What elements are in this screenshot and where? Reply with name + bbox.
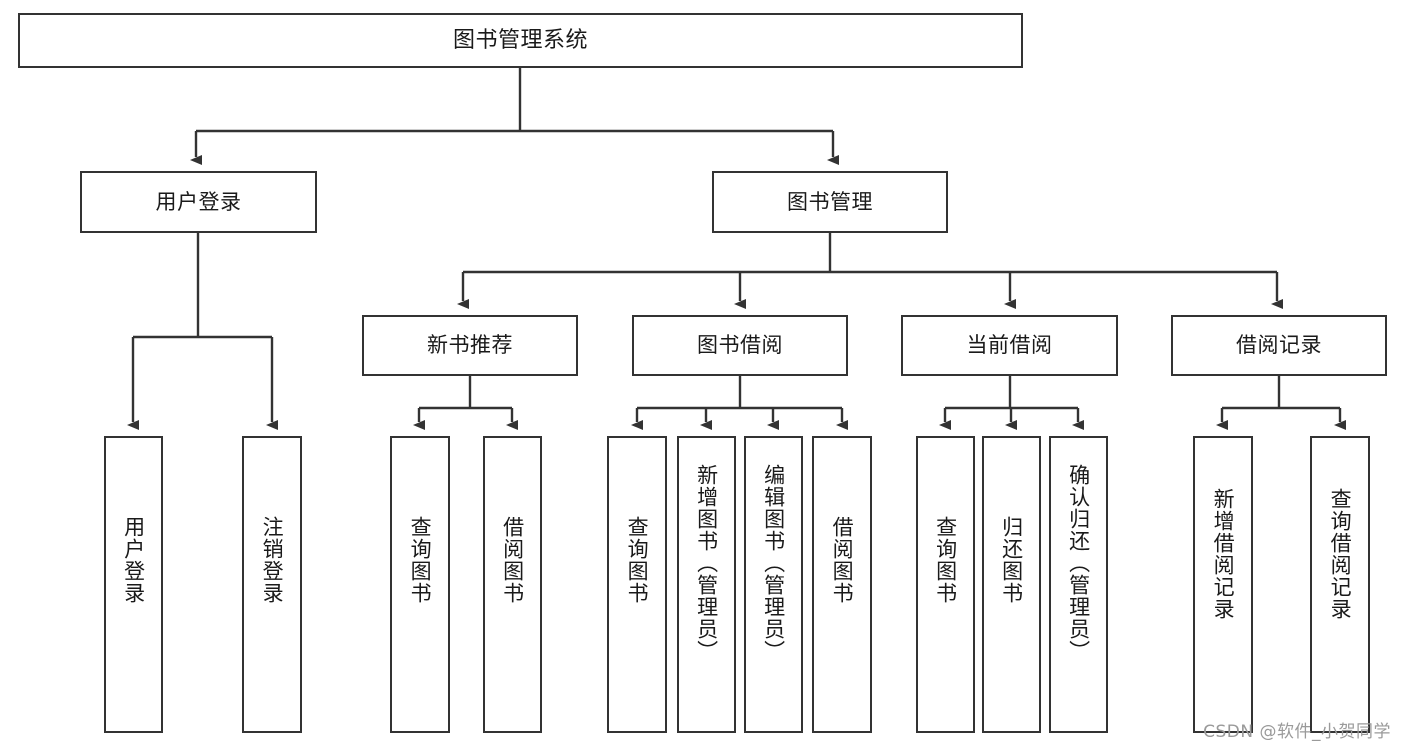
leaf-current-borrow-return[interactable]: 归还图书 [982, 436, 1041, 733]
node-user-login[interactable]: 用户登录 [80, 171, 317, 233]
node-root-system[interactable]: 图书管理系统 [18, 13, 1023, 68]
node-new-book-recommend[interactable]: 新书推荐 [362, 315, 578, 376]
node-label: 图书借阅 [697, 333, 783, 358]
node-borrow-record[interactable]: 借阅记录 [1171, 315, 1387, 376]
node-label: 用户登录 [155, 189, 242, 214]
node-label: 新增图书（管理员） [694, 464, 719, 662]
node-label: 借阅图书 [830, 516, 855, 604]
node-book-management[interactable]: 图书管理 [712, 171, 948, 233]
leaf-borrow-record-add[interactable]: 新增借阅记录 [1193, 436, 1253, 733]
leaf-current-borrow-query[interactable]: 查询图书 [916, 436, 975, 733]
leaf-user-login-login[interactable]: 用户登录 [104, 436, 163, 733]
node-label: 图书管理系统 [452, 27, 588, 53]
node-label: 借阅记录 [1236, 333, 1322, 358]
leaf-user-login-logout[interactable]: 注销登录 [242, 436, 302, 733]
node-label: 注销登录 [260, 516, 285, 604]
node-label: 查询图书 [933, 516, 958, 604]
node-label: 查询借阅记录 [1328, 488, 1353, 620]
leaf-book-borrow-add[interactable]: 新增图书（管理员） [677, 436, 736, 733]
leaf-book-borrow-query[interactable]: 查询图书 [607, 436, 667, 733]
node-label: 查询图书 [625, 516, 650, 604]
leaf-book-borrow-edit[interactable]: 编辑图书（管理员） [744, 436, 803, 733]
node-label: 新增借阅记录 [1211, 488, 1236, 620]
node-label: 用户登录 [121, 516, 146, 604]
node-label: 归还图书 [999, 516, 1024, 604]
node-label: 新书推荐 [427, 333, 513, 358]
node-label: 当前借阅 [966, 333, 1053, 358]
leaf-borrow-record-query[interactable]: 查询借阅记录 [1310, 436, 1370, 733]
node-label: 编辑图书（管理员） [761, 464, 786, 662]
leaf-new-book-borrow[interactable]: 借阅图书 [483, 436, 542, 733]
node-book-borrow[interactable]: 图书借阅 [632, 315, 848, 376]
leaf-current-borrow-confirm-return[interactable]: 确认归还（管理员） [1049, 436, 1108, 733]
leaf-book-borrow-borrow[interactable]: 借阅图书 [812, 436, 872, 733]
node-current-borrow[interactable]: 当前借阅 [901, 315, 1118, 376]
csdn-watermark: CSDN @软件_小贺同学 [1203, 722, 1391, 742]
node-label: 确认归还（管理员） [1066, 464, 1091, 662]
node-label: 查询图书 [408, 516, 433, 604]
node-label: 借阅图书 [500, 516, 525, 604]
leaf-new-book-query[interactable]: 查询图书 [390, 436, 450, 733]
node-label: 图书管理 [787, 189, 873, 214]
